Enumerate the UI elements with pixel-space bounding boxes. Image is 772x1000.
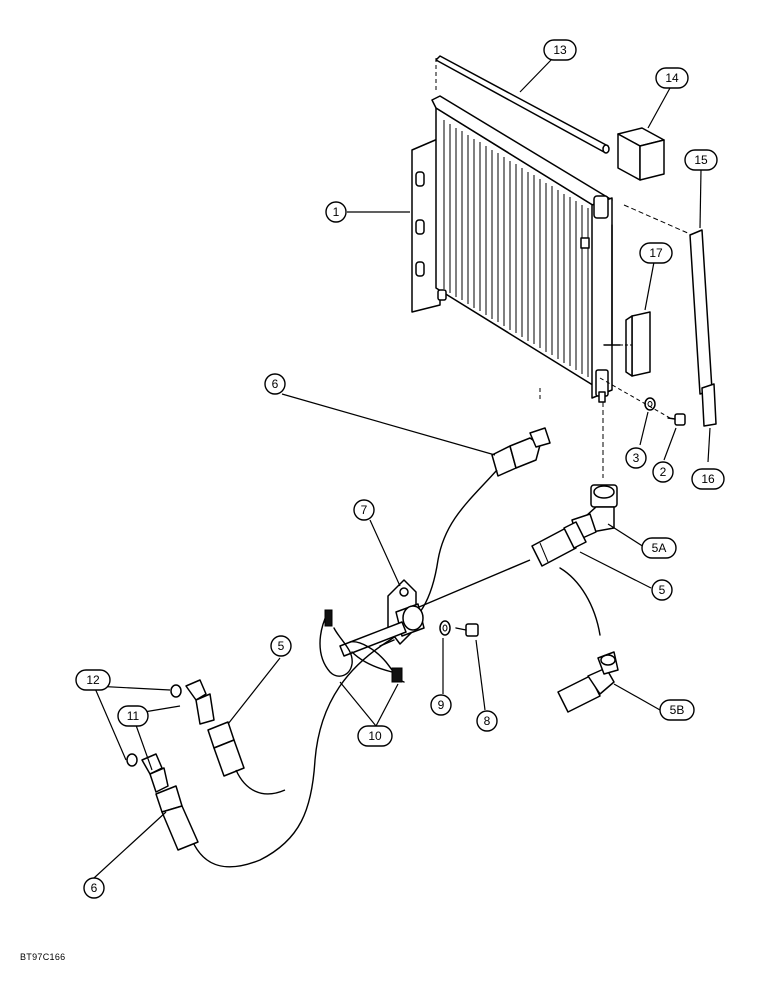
callout-10: 10 (357, 725, 393, 747)
callout-5: 5 (651, 579, 673, 601)
callout-1: 1 (325, 201, 347, 223)
seal-strip-short (701, 383, 717, 427)
callout-5-left: 5 (270, 635, 292, 657)
callout-2: 2 (652, 461, 674, 483)
bolt-large (455, 623, 479, 637)
callout-9-label: 9 (438, 698, 445, 712)
callout-8: 8 (476, 710, 498, 732)
callout-14-label: 14 (665, 71, 679, 85)
callout-3: 3 (625, 447, 647, 469)
callout-5a: 5A (641, 537, 677, 559)
callout-6-bottom-label: 6 (91, 881, 98, 895)
callout-15-label: 15 (694, 153, 708, 167)
callout-6-top: 6 (264, 373, 286, 395)
callout-6-top-label: 6 (272, 377, 279, 391)
hose-clamps (319, 609, 405, 683)
hose-fitting-lower (155, 785, 199, 851)
callout-5b-label: 5B (670, 703, 685, 717)
hose-fitting-alternate (557, 651, 619, 713)
seal-block (617, 127, 665, 181)
callout-9: 9 (430, 694, 452, 716)
callout-13: 13 (543, 39, 577, 61)
callout-17-label: 17 (649, 246, 663, 260)
hose-line-long (191, 469, 498, 868)
alternate-arc (559, 567, 601, 636)
callout-17: 17 (639, 242, 673, 264)
callout-6-bottom: 6 (83, 877, 105, 899)
hose-fitting-right (531, 521, 587, 567)
elbow-fitting (571, 484, 618, 541)
hose-fitting-upper (491, 427, 551, 477)
elbow-fitting-upper-left (170, 679, 215, 725)
callout-8-label: 8 (484, 714, 491, 728)
cooler-core (411, 95, 621, 403)
callout-16-label: 16 (701, 472, 715, 486)
callout-5a-label: 5A (652, 541, 667, 555)
figure-code: BT97C166 (20, 952, 66, 962)
callout-13-label: 13 (553, 43, 567, 57)
callout-11: 11 (117, 705, 149, 727)
washer-small (644, 397, 656, 411)
hose-fitting-left (207, 721, 286, 795)
callout-11-label: 11 (127, 709, 140, 723)
callout-14: 14 (655, 67, 689, 89)
washer-large (439, 620, 451, 636)
callout-5-label: 5 (659, 583, 666, 597)
callout-1-label: 1 (333, 205, 340, 219)
callout-7-label: 7 (361, 503, 368, 517)
leader-lines (93, 57, 711, 879)
callout-7: 7 (353, 499, 375, 521)
bolt-small (599, 377, 686, 426)
seal-strip-top (435, 55, 610, 154)
callout-5b: 5B (659, 699, 695, 721)
hose-line-straight (411, 559, 531, 611)
callout-5-left-label: 5 (278, 639, 285, 653)
clamp-bar (339, 621, 407, 657)
callout-12-label: 12 (86, 673, 100, 687)
callout-3-label: 3 (633, 451, 640, 465)
callout-16: 16 (691, 468, 725, 490)
callout-2-label: 2 (660, 465, 667, 479)
callout-10-label: 10 (368, 729, 382, 743)
elbow-fitting-lower-left (126, 753, 169, 793)
callout-12: 12 (75, 669, 111, 691)
callout-15: 15 (684, 149, 718, 171)
foam-pad (620, 311, 651, 377)
